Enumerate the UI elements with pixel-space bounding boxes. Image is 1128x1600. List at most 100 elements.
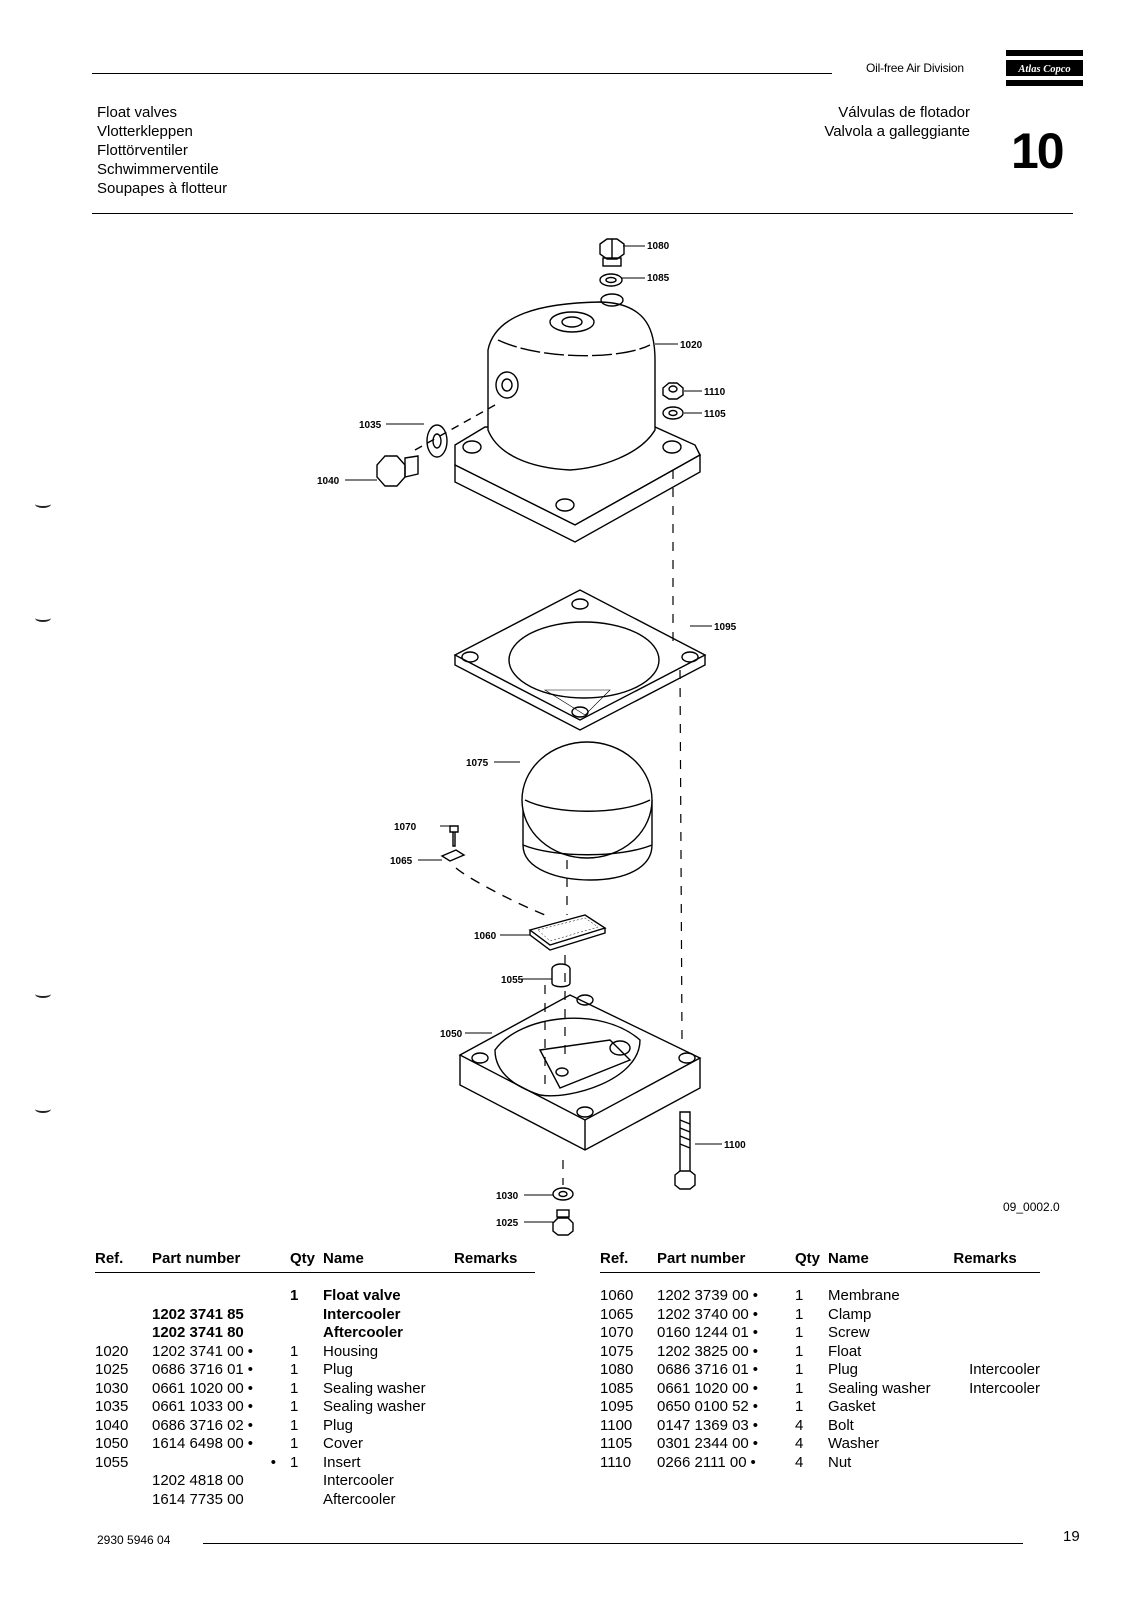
- part-qty: 1: [290, 1379, 299, 1397]
- bullet-marker: •: [247, 1361, 254, 1378]
- part-ref: 1100: [600, 1416, 633, 1434]
- part-ref: 1040: [95, 1416, 129, 1434]
- plug-1080-drawing: [599, 238, 625, 267]
- col-qty: Qty: [290, 1250, 323, 1273]
- plug-1040-drawing: [376, 455, 419, 487]
- part-number: 1202 4818 00: [152, 1472, 290, 1491]
- section-number: 10: [1011, 123, 1065, 179]
- part-number: 1614 7735 00: [152, 1491, 290, 1510]
- part-number-text: 1202 3741 80: [152, 1324, 244, 1341]
- callout-1105: 1105: [704, 409, 726, 420]
- part-name: Plug: [828, 1361, 859, 1378]
- part-number: 1202 3741 00•: [152, 1343, 290, 1362]
- brand-logo: Atlas Copco: [1006, 50, 1083, 86]
- part-remarks: [454, 1380, 535, 1399]
- col-qty: Qty: [795, 1250, 828, 1273]
- part-number-text: 1202 3739 00: [657, 1287, 749, 1304]
- bullet-marker: •: [247, 1416, 254, 1434]
- bullet-marker: •: [752, 1379, 759, 1397]
- bullet-marker: •: [752, 1324, 759, 1341]
- part-remarks: [454, 1324, 535, 1343]
- bullet-marker: •: [752, 1305, 759, 1323]
- part-ref: [95, 1472, 152, 1491]
- part-ref: 1060: [600, 1287, 634, 1304]
- part-remarks: [454, 1343, 535, 1362]
- part-qty: 1: [795, 1361, 804, 1378]
- callout-1040: 1040: [317, 476, 340, 487]
- part-number-text: 1202 3741 85: [152, 1305, 244, 1323]
- bullet-marker: •: [752, 1287, 759, 1304]
- part-remarks: Intercooler: [969, 1379, 1040, 1397]
- part-number: 0661 1033 00•: [152, 1398, 290, 1417]
- washer-1030-drawing: [552, 1187, 574, 1201]
- clamp-1065-drawing: [440, 849, 466, 862]
- part-qty: 1: [290, 1342, 299, 1360]
- part-name: Plug: [323, 1361, 354, 1378]
- part-number: 0686 3716 01•: [657, 1361, 795, 1380]
- part-ref: 1025: [95, 1361, 129, 1378]
- part-remarks: [454, 1306, 535, 1325]
- part-ref: 1070: [600, 1324, 634, 1341]
- part-qty: 1: [795, 1287, 804, 1304]
- part-name: Housing: [323, 1342, 379, 1360]
- callout-1110: 1110: [704, 387, 726, 398]
- part-qty: 1: [795, 1305, 804, 1323]
- division-label: Oil-free Air Division: [866, 61, 964, 75]
- part-number: 0301 2344 00•: [657, 1435, 795, 1454]
- part-remarks: [953, 1324, 1040, 1343]
- float-1075-drawing: [521, 741, 653, 881]
- part-qty: 4: [795, 1416, 804, 1434]
- binding-mark: [35, 500, 51, 508]
- col-part-number: Part number: [152, 1250, 290, 1273]
- header-rule-top: [92, 73, 832, 74]
- part-name: Sealing washer: [828, 1379, 931, 1397]
- part-remarks: [454, 1435, 535, 1454]
- part-qty: 1: [290, 1416, 299, 1434]
- housing-1020-drawing: [454, 293, 701, 543]
- part-name: Gasket: [828, 1398, 876, 1415]
- title-sv: Flottörventiler: [97, 142, 188, 159]
- part-remarks: [454, 1454, 535, 1473]
- part-qty: 1: [795, 1324, 804, 1341]
- exploded-diagram: 1080 1085 1020 1110 1105 1035 1040 1095 …: [317, 238, 746, 1236]
- title-fr: Soupapes à flotteur: [97, 180, 228, 197]
- part-number-text: 0686 3716 02: [152, 1416, 244, 1434]
- part-qty: 1: [795, 1379, 804, 1397]
- part-qty: [290, 1324, 323, 1343]
- part-qty: 1: [290, 1287, 299, 1304]
- part-number-text: 0661 1020 00: [657, 1379, 749, 1397]
- part-qty: 1: [795, 1398, 804, 1415]
- part-ref: [95, 1324, 152, 1343]
- part-name: Sealing washer: [323, 1379, 426, 1397]
- callout-1100: 1100: [724, 1140, 746, 1151]
- callout-1085: 1085: [647, 273, 670, 284]
- bullet-marker: •: [247, 1342, 254, 1360]
- part-number-text: 0147 1369 03: [657, 1416, 749, 1434]
- part-remarks: [454, 1472, 535, 1491]
- part-name: Nut: [828, 1453, 852, 1471]
- washer-1035-drawing: [426, 424, 448, 458]
- part-number-text: 1202 3825 00: [657, 1342, 749, 1360]
- part-remarks: [454, 1398, 535, 1417]
- part-number: 0160 1244 01•: [657, 1324, 795, 1343]
- part-qty: 1: [795, 1342, 804, 1360]
- binding-mark: [35, 990, 51, 998]
- part-ref: 1075: [600, 1342, 634, 1360]
- part-number: 0661 1020 00•: [657, 1380, 795, 1399]
- part-number: 1202 3739 00•: [657, 1273, 795, 1306]
- part-qty: 1: [290, 1453, 299, 1471]
- part-remarks: [454, 1273, 535, 1306]
- part-ref: 1085: [600, 1379, 634, 1397]
